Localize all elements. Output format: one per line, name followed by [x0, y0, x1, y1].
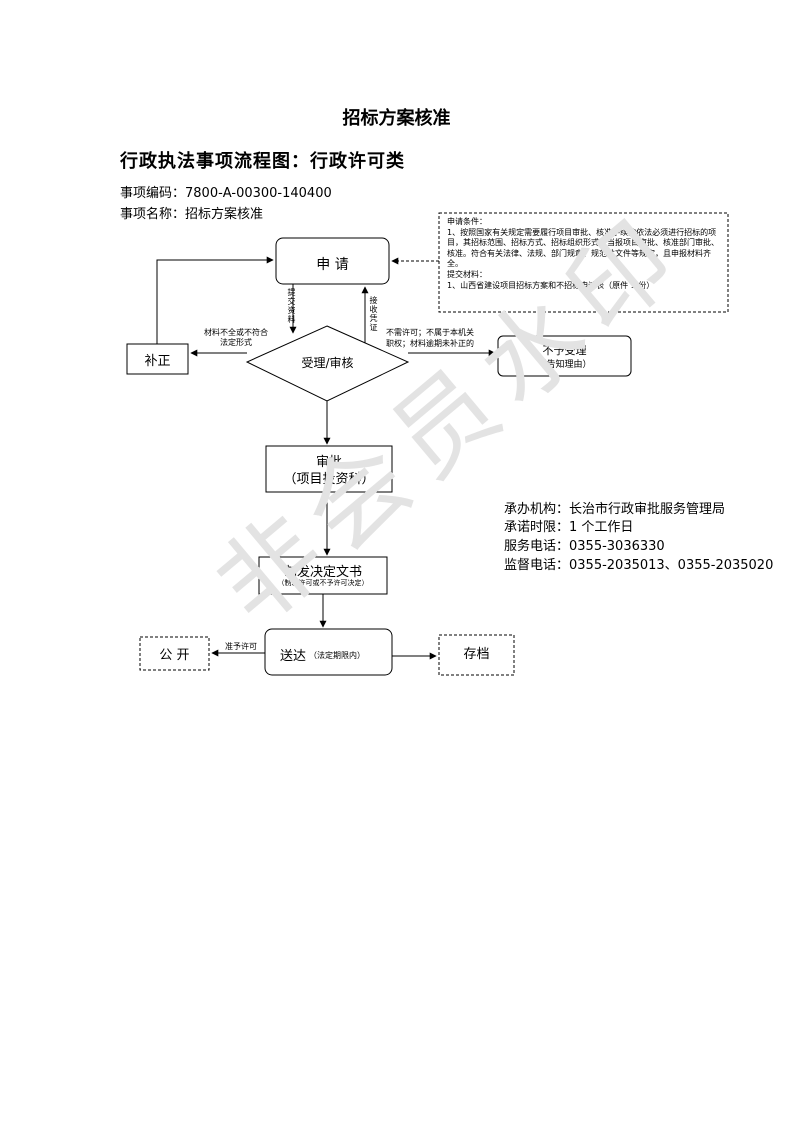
- conditions-heading: 申请条件：: [447, 217, 487, 226]
- conditions-text: 申请条件： 1、按照国家有关规定需要履行项目审批、核准手续的依法必须进行招标的项…: [439, 213, 728, 312]
- issue-box: [258, 556, 388, 595]
- apply-label: 申 请: [316, 257, 349, 273]
- deliver-label: 送达: [280, 649, 307, 664]
- approve-sub-label: （项目投资科）: [283, 472, 375, 487]
- supplement-reason-1: 材料不全或不符合: [204, 328, 268, 337]
- accept-review-label: 受理/审核: [301, 356, 354, 370]
- reject-reason-1: 不需许可；不属于本机关: [386, 328, 474, 337]
- reject-box: [497, 335, 632, 377]
- publish-condition: 准予许可: [225, 642, 257, 651]
- apply-box: [275, 237, 390, 285]
- page-title: 招标方案核准: [342, 108, 451, 129]
- agency-info: 承办机构：长治市行政审批服务管理局: [504, 502, 726, 517]
- conditions-box: [438, 212, 729, 313]
- archive-box: [438, 634, 515, 676]
- approve-label: 审批: [315, 455, 342, 470]
- resubmit-line: [156, 256, 274, 344]
- issue-label: 制发决定文书: [283, 565, 362, 580]
- reject-label: 不予受理: [542, 344, 587, 357]
- time-limit-info: 承诺时限：1 个工作日: [504, 520, 634, 535]
- service-phone-info: 服务电话：0355-3036330: [504, 539, 665, 554]
- submit-materials-label: 提交资料: [287, 288, 296, 324]
- materials-line-1: 1、山西省建设项目招标方案和不招标申请表（原件 1 份）: [447, 280, 655, 290]
- supplement-reason-2: 法定形式: [220, 338, 252, 347]
- supervision-phone-info: 监督电话：0355-2035013、0355-2035020: [504, 558, 774, 573]
- flowchart-subtitle: 行政执法事项流程图：行政许可类: [120, 151, 405, 172]
- publish-box: [139, 636, 210, 671]
- supplement-label: 补正: [144, 354, 171, 369]
- approve-box: [265, 445, 393, 493]
- archive-label: 存档: [463, 647, 490, 662]
- item-name: 事项名称：招标方案核准: [120, 207, 264, 222]
- deliver-box: [264, 628, 393, 676]
- reject-sub-label: （告知理由）: [537, 360, 592, 370]
- conditions-line-1: 1、按照国家有关规定需要履行项目审批、核准手续的依法必须进行招标的项目，其招标范…: [447, 227, 719, 269]
- issue-sub-label: （制发许可或不予许可决定）: [277, 579, 369, 587]
- deliver-sub-label: （法定期限内）: [309, 651, 365, 660]
- receive-materials-label: 接收凭证: [369, 296, 378, 332]
- publish-label: 公 开: [159, 648, 190, 663]
- item-code: 事项编码：7800-A-00300-140400: [120, 186, 332, 201]
- reject-reason-2: 职权；材料逾期未补正的: [386, 339, 474, 348]
- materials-heading: 提交材料：: [447, 269, 487, 279]
